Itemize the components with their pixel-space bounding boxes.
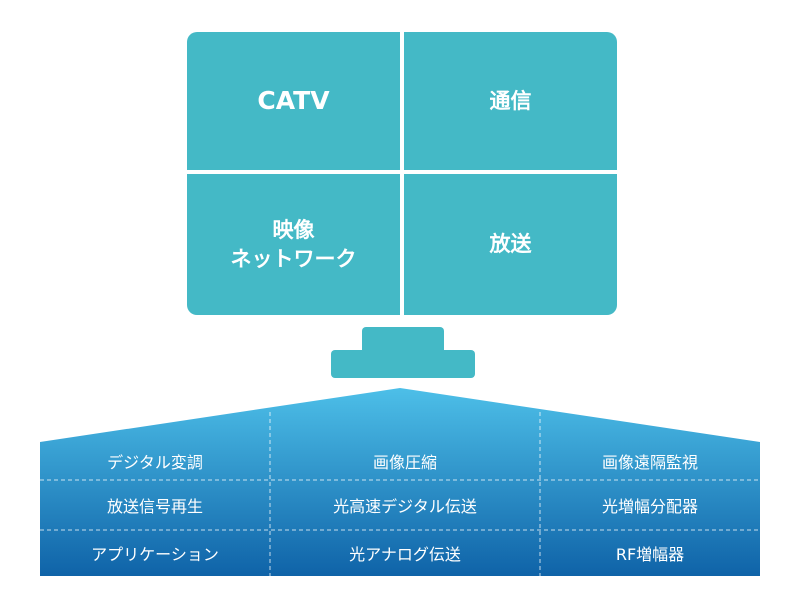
base-labels: デジタル変調 画像圧縮 画像遠隔監視 放送信号再生 光高速デジタル伝送 光増幅分… [40,442,760,576]
base-trapezoid [40,388,760,576]
label-broadcast-signal-playback: 放送信号再生 [106,497,203,516]
quadrant-communication: 通信 [489,88,532,113]
quadrant-catv: CATV [257,86,330,116]
label-optical-amplifier-distributor: 光増幅分配器 [601,497,698,516]
monitor-stand-neck [362,327,444,353]
monitor-stand-foot [331,350,475,378]
label-image-compression: 画像圧縮 [372,453,437,472]
screen-horizontal-divider [187,170,617,174]
quadrant-broadcast: 放送 [489,232,532,257]
quadrant-video-network: 映像 ネットワーク [230,218,357,271]
monitor-screen: CATV 通信 映像 ネットワーク 放送 [187,32,617,315]
label-rf-amplifier: RF増幅器 [615,545,685,564]
label-application: アプリケーション [91,545,219,564]
label-remote-image-monitoring: 画像遠隔監視 [601,453,698,472]
label-digital-modulation: デジタル変調 [107,453,203,472]
label-optical-analog-transmission: 光アナログ伝送 [349,545,461,564]
technology-base: デジタル変調 画像圧縮 画像遠隔監視 放送信号再生 光高速デジタル伝送 光増幅分… [40,388,760,576]
label-optical-high-speed-digital-transmission: 光高速デジタル伝送 [333,497,477,516]
base-shape [40,388,760,576]
